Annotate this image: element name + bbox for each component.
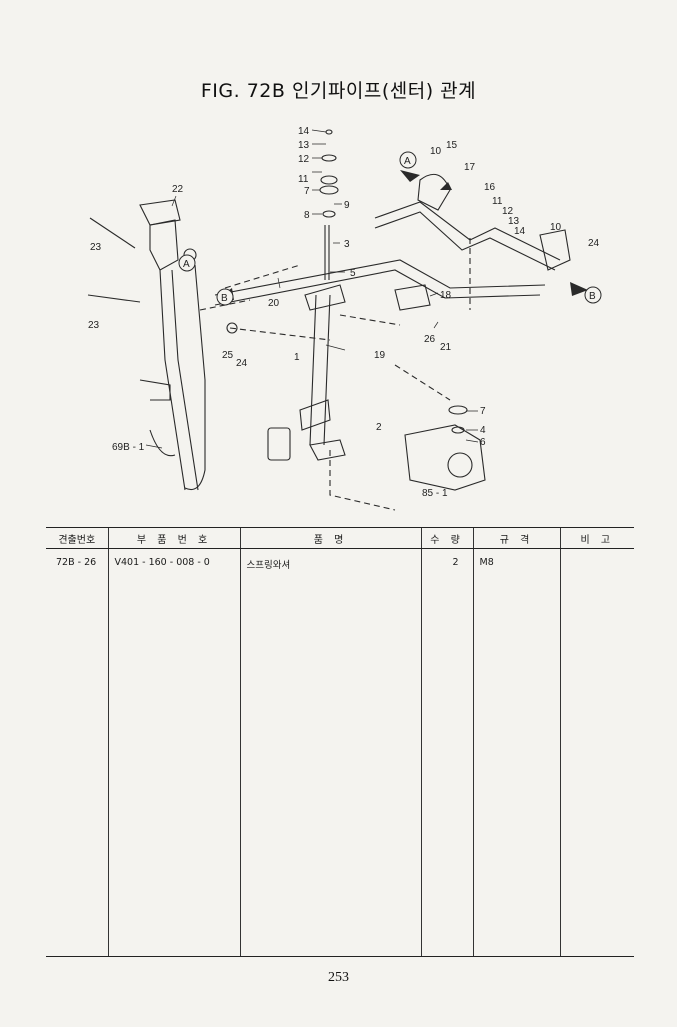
cell-name: 스프링와셔 bbox=[239, 548, 421, 957]
cell-spec: M8 bbox=[472, 548, 560, 957]
diagram-svg: A A B B 14 13 12 11 7 9 8 3 5 22 23 23 2… bbox=[87, 126, 602, 511]
callout: 26 bbox=[424, 334, 436, 345]
bracket-body bbox=[149, 219, 179, 271]
arrow-b-right bbox=[570, 282, 588, 296]
cell-part-no: V401 - 160 - 008 - 0 bbox=[107, 548, 240, 957]
callout: 14 bbox=[298, 126, 310, 137]
elbow-pipe bbox=[374, 201, 561, 271]
callout: 11 bbox=[298, 174, 309, 185]
callout: 69B - 1 bbox=[112, 442, 145, 453]
callout: 10 bbox=[550, 222, 562, 233]
callout: 23 bbox=[88, 320, 100, 331]
callout: 13 bbox=[508, 216, 520, 227]
cell-qty: 2 bbox=[420, 548, 473, 957]
col-header-ref: 견출번호 bbox=[46, 527, 108, 549]
callout: 17 bbox=[464, 162, 476, 173]
exploded-parts-diagram: A A B B 14 13 12 11 7 9 8 3 5 22 23 23 2… bbox=[0, 110, 677, 530]
bracket-18 bbox=[394, 284, 431, 311]
callout: 12 bbox=[298, 154, 310, 165]
callout: 21 bbox=[440, 342, 452, 353]
bracket-plate bbox=[139, 199, 181, 226]
callout: 7 bbox=[480, 406, 486, 417]
col-header-part-no: 부 품 번 호 bbox=[107, 527, 240, 549]
callout: 15 bbox=[446, 140, 458, 151]
callout: 20 bbox=[268, 298, 280, 309]
callout: 8 bbox=[304, 210, 310, 221]
figure-title: FIG. 72B 인기파이프(센터) 관계 bbox=[200, 80, 477, 102]
bolt-23a bbox=[89, 217, 136, 249]
col-header-name: 품 명 bbox=[239, 527, 421, 549]
arrow-a-left bbox=[400, 170, 420, 182]
callout: 16 bbox=[484, 182, 496, 193]
callout: 6 bbox=[480, 437, 486, 448]
callout: 24 bbox=[236, 358, 248, 369]
callout: 7 bbox=[304, 186, 310, 197]
callout: 25 bbox=[222, 350, 234, 361]
callout: 3 bbox=[344, 239, 350, 250]
callout: 85 - 1 bbox=[422, 488, 448, 499]
callout: 19 bbox=[374, 350, 386, 361]
callout: 24 bbox=[588, 238, 600, 249]
col-header-remarks: 비 고 bbox=[559, 527, 634, 549]
cell-ref: 72B - 26 bbox=[46, 548, 108, 957]
callout: 11 bbox=[492, 196, 503, 207]
marker-a-2: A bbox=[183, 259, 190, 270]
callout: 4 bbox=[480, 425, 486, 436]
callout: 18 bbox=[440, 290, 452, 301]
pipe-frame-right bbox=[184, 264, 206, 491]
callout: 13 bbox=[298, 140, 310, 151]
motor-assembly bbox=[404, 424, 486, 491]
table-header-row: 견출번호 부 품 번 호 품 명 수 량 규 격 비 고 bbox=[46, 527, 634, 549]
marker-a-1: A bbox=[404, 156, 411, 167]
callout: 22 bbox=[172, 184, 184, 195]
cell-remarks bbox=[559, 548, 634, 957]
page-number: 253 bbox=[328, 970, 349, 985]
callout: 1 bbox=[294, 352, 300, 363]
marker-b-1: B bbox=[221, 293, 228, 304]
callout: 23 bbox=[90, 242, 102, 253]
bolt-23b bbox=[87, 294, 141, 303]
center-pipe bbox=[309, 294, 331, 446]
callout: 5 bbox=[350, 268, 356, 279]
pipe-frame-left bbox=[159, 269, 199, 491]
callout: 10 bbox=[430, 146, 442, 157]
arrow-a-right bbox=[440, 182, 452, 190]
callout: 2 bbox=[376, 422, 382, 433]
table-row: 72B - 26 V401 - 160 - 008 - 0 스프링와셔 2 M8 bbox=[46, 548, 634, 957]
rod-3 bbox=[324, 225, 330, 280]
marker-b-2: B bbox=[589, 291, 596, 302]
parts-table: 견출번호 부 품 번 호 품 명 수 량 규 격 비 고 72B - 26 V4… bbox=[46, 527, 634, 957]
callout: 9 bbox=[344, 200, 350, 211]
col-header-spec: 규 격 bbox=[472, 527, 560, 549]
callout: 14 bbox=[514, 226, 526, 237]
callout: 12 bbox=[502, 206, 514, 217]
col-header-qty: 수 량 bbox=[420, 527, 473, 549]
